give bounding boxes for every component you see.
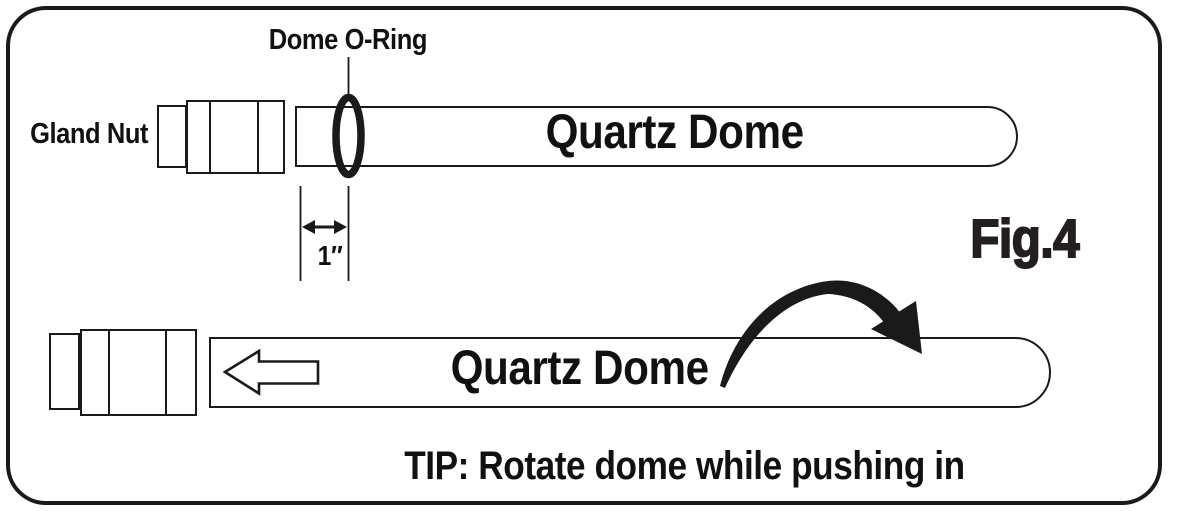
- gland-nut-label-text: Gland Nut: [30, 118, 148, 150]
- gland-nut-top-segment-line: [257, 100, 259, 174]
- dimension-label: 1″: [295, 242, 365, 270]
- gland-nut-bottom-body: [80, 329, 197, 416]
- dimension-label-text: 1″: [317, 240, 343, 271]
- quartz-dome-label-bottom-text: Quartz Dome: [450, 342, 710, 395]
- gland-nut-top-collar: [157, 105, 187, 168]
- figure-number-label: Fig.4: [945, 209, 1105, 269]
- gland-nut-label: Gland Nut: [0, 120, 148, 149]
- quartz-dome-label-top: Quartz Dome: [475, 109, 875, 157]
- tip-text: TIP: Rotate dome while pushing in: [334, 446, 1034, 486]
- figure-number-text: Fig.4: [970, 209, 1081, 269]
- gland-nut-bottom-segment-line: [108, 329, 110, 416]
- dome-oring-label-text: Dome O-Ring: [268, 24, 428, 56]
- gland-nut-top-body: [186, 100, 285, 174]
- dome-oring-label: Dome O-Ring: [198, 26, 498, 55]
- quartz-dome-label-bottom: Quartz Dome: [380, 345, 780, 393]
- gland-nut-bottom-collar: [49, 333, 80, 410]
- tip-text-content: TIP: Rotate dome while pushing in: [403, 444, 965, 488]
- figure-border: [6, 6, 1162, 505]
- quartz-dome-tube-top: [295, 106, 1018, 167]
- gland-nut-top-segment-line: [209, 100, 211, 174]
- gland-nut-bottom-segment-line: [165, 329, 167, 416]
- quartz-dome-label-top-text: Quartz Dome: [545, 106, 805, 159]
